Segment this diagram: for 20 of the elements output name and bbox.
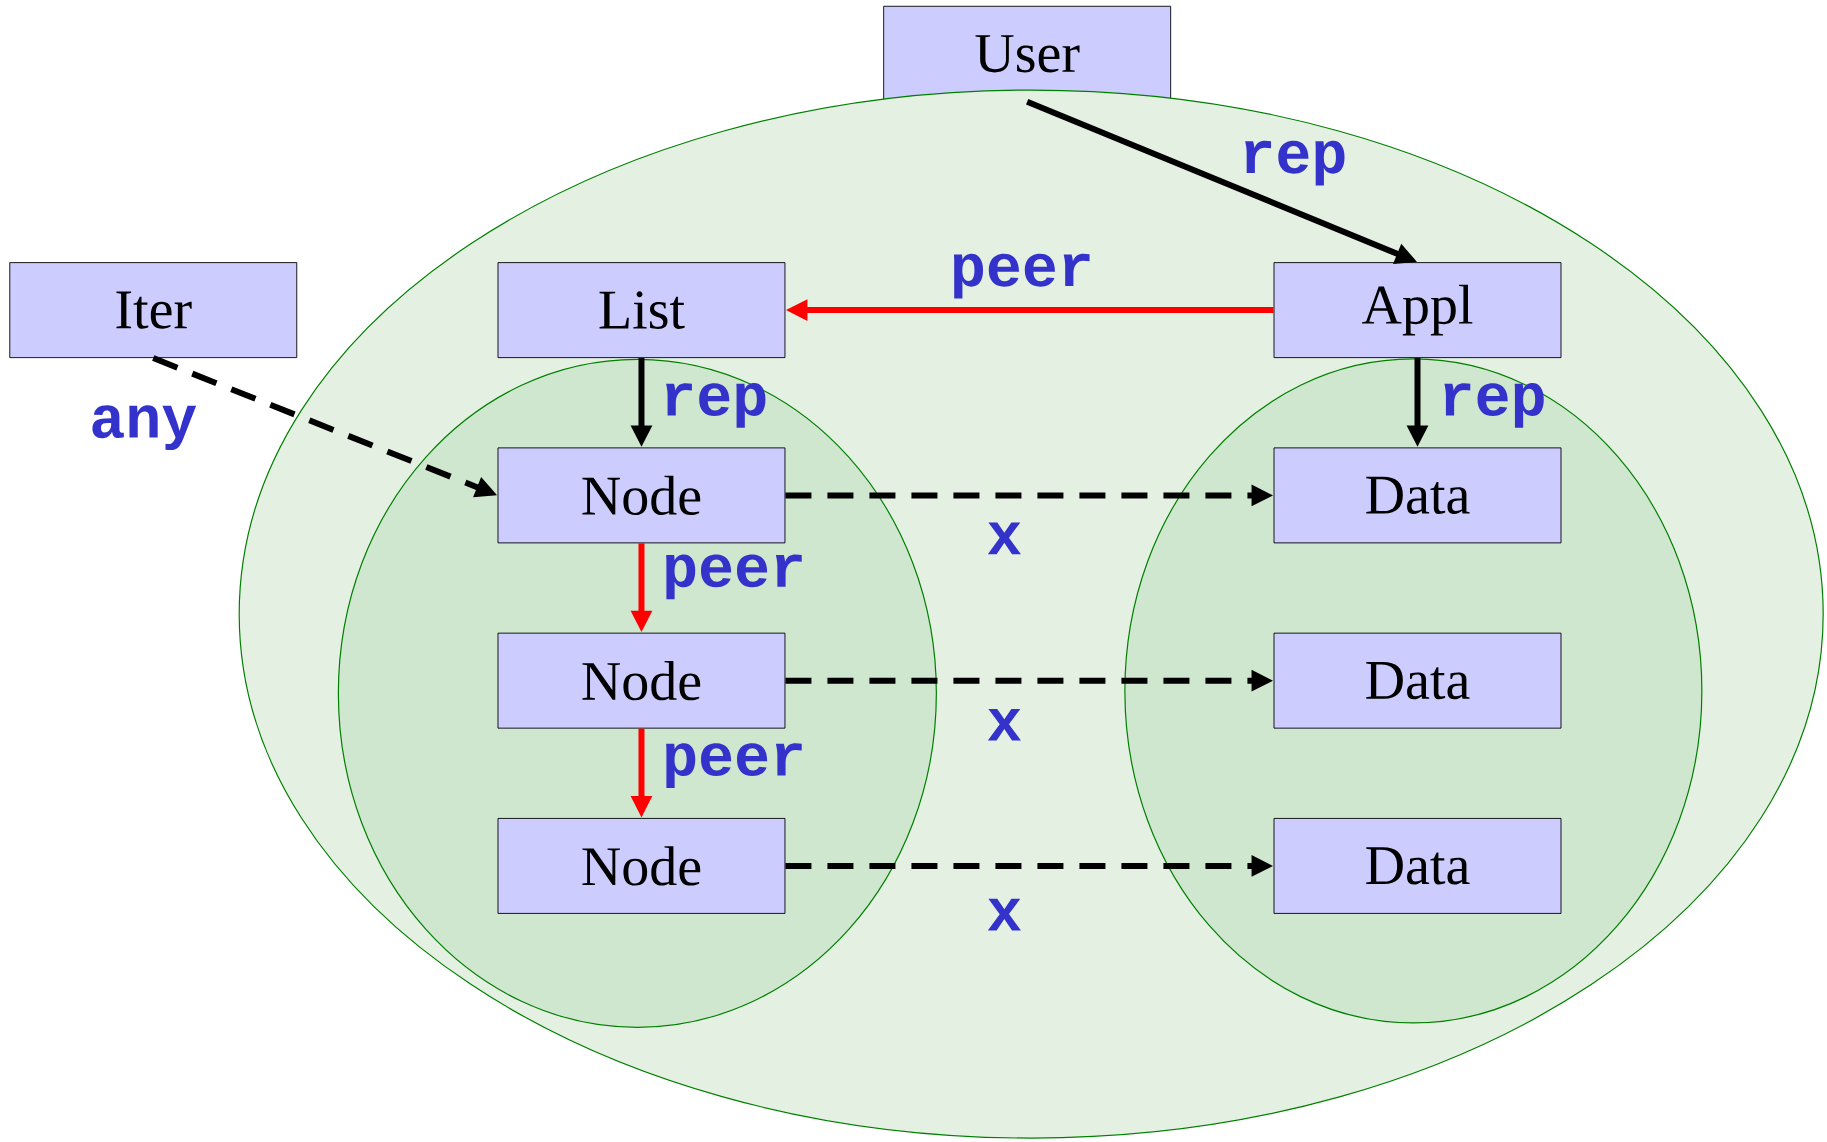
- edge-label: x: [987, 522, 1021, 555]
- edge-label: x: [987, 708, 1021, 741]
- class-box: Node: [497, 447, 786, 544]
- class-box: Node: [497, 818, 786, 914]
- edge-label: x: [987, 898, 1021, 931]
- class-box: Iter: [9, 262, 298, 359]
- class-box: Data: [1273, 632, 1562, 729]
- class-box: List: [497, 262, 786, 359]
- edge-label: rep: [1444, 383, 1544, 428]
- class-box: User: [883, 5, 1172, 102]
- edge-label: rep: [666, 383, 766, 428]
- class-box: Data: [1273, 818, 1562, 914]
- edge-label: any: [92, 405, 197, 451]
- edge-label: peer: [666, 554, 802, 600]
- edge-label: peer: [666, 743, 802, 788]
- edge-label: rep: [1245, 140, 1345, 186]
- class-box: Data: [1273, 447, 1562, 544]
- edge-label: peer: [953, 253, 1090, 299]
- class-box: Appl: [1273, 262, 1562, 359]
- class-box: Node: [497, 632, 786, 729]
